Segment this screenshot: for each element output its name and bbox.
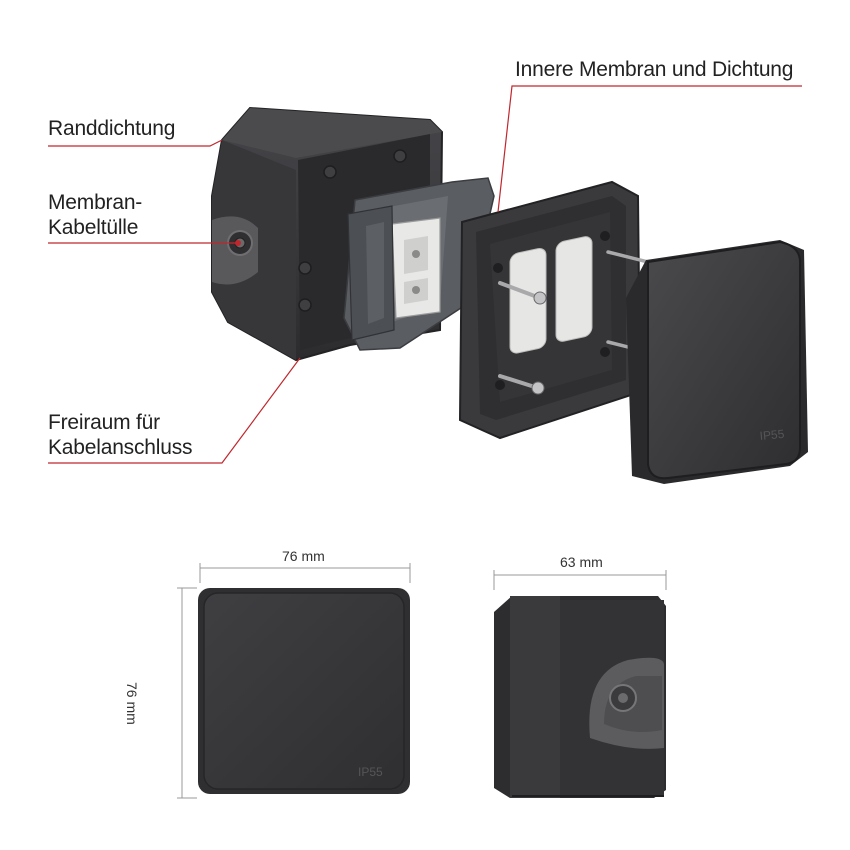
callout-membrane-grommet-line2: Kabeltülle	[48, 216, 139, 239]
leader-line-edge-seal	[48, 139, 223, 147]
front-ip-rating-marking: IP55	[358, 765, 383, 779]
screw-boss	[393, 149, 407, 163]
front-cover: IP55	[626, 240, 808, 484]
inner-membrane-frame	[458, 180, 642, 440]
leader-line-inner-membrane	[497, 85, 802, 213]
ip-rating-marking: IP55	[759, 427, 785, 443]
screw-boss	[298, 261, 312, 275]
screw-boss	[298, 298, 312, 312]
front-view: IP55	[198, 588, 410, 794]
screws	[498, 250, 650, 395]
front-height-label: 76 mm	[124, 682, 140, 725]
leader-line-cable-space	[48, 357, 301, 464]
front-width-dimension	[199, 563, 411, 583]
callout-membrane-grommet-line1: Membran-	[48, 191, 143, 214]
switch-mechanism	[343, 177, 495, 351]
side-depth-dimension	[493, 570, 667, 590]
callout-cable-space-line1: Freiraum für	[48, 411, 160, 434]
front-width-label: 76 mm	[282, 548, 325, 564]
side-view	[494, 596, 666, 798]
callout-inner-membrane: Innere Membran und Dichtung	[515, 58, 794, 81]
callout-edge-seal: Randdichtung	[48, 117, 176, 140]
side-depth-label: 63 mm	[560, 554, 603, 570]
back-box	[211, 106, 444, 362]
pointer-dot	[235, 240, 241, 246]
screw-boss	[323, 165, 337, 179]
membrane-pad	[555, 236, 593, 342]
callout-cable-space: Freiraum für Kabelanschluss	[48, 410, 192, 460]
callout-cable-space-line2: Kabelanschluss	[48, 436, 193, 459]
leader-lines	[48, 85, 802, 464]
front-height-dimension	[177, 587, 197, 799]
callout-membrane-grommet: Membran- Kabeltülle	[48, 190, 142, 240]
